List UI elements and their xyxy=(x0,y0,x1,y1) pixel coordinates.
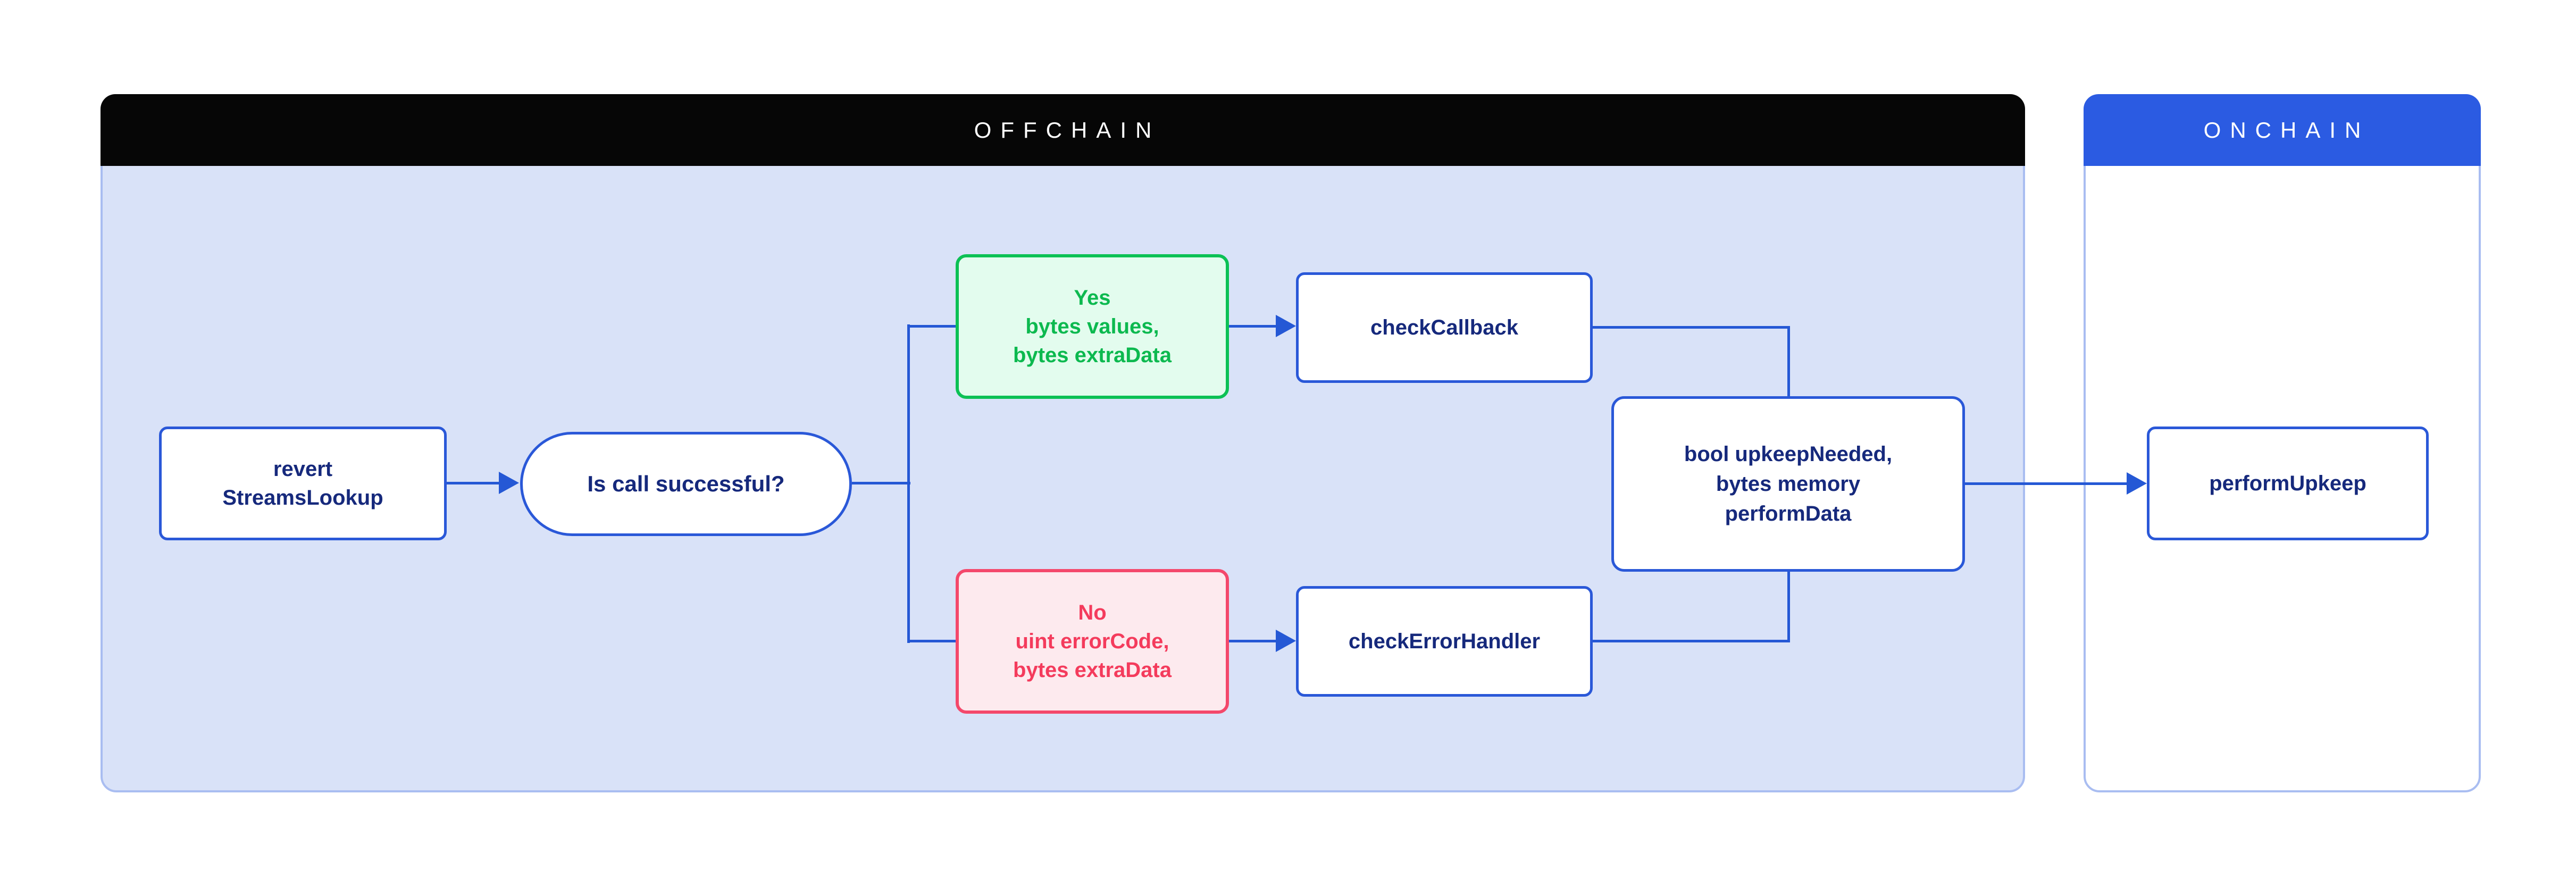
connector-checkcallback-horizontal xyxy=(1593,326,1790,329)
offchain-title: OFFCHAIN xyxy=(974,117,1161,143)
node-check-callback: checkCallback xyxy=(1296,272,1593,383)
node-perform-upkeep: performUpkeep xyxy=(2147,427,2429,540)
connector-yes-to-checkcallback xyxy=(1229,325,1276,328)
connector-checkcallback-down xyxy=(1787,326,1790,399)
connector-decision-to-junction xyxy=(852,482,910,484)
connector-checkerrorhandler-up xyxy=(1787,570,1790,642)
connector-revert-to-decision xyxy=(447,482,500,484)
node-revert-streamslookup: revert StreamsLookup xyxy=(159,427,447,540)
offchain-header: OFFCHAIN xyxy=(101,94,2025,166)
connector-junction-to-yes xyxy=(907,325,956,328)
arrowhead-upkeepresult-to-performupkeep xyxy=(2127,472,2147,495)
arrowhead-revert-to-decision xyxy=(499,472,519,494)
node-is-call-successful: Is call successful? xyxy=(520,432,852,536)
connector-upkeepresult-to-performupkeep xyxy=(1965,482,2127,485)
arrowhead-no-to-checkerrorhandler xyxy=(1276,630,1296,652)
arrowhead-yes-to-checkcallback xyxy=(1276,315,1296,337)
connector-checkerrorhandler-horizontal xyxy=(1593,640,1790,642)
node-yes-output: Yes bytes values, bytes extraData xyxy=(956,254,1229,399)
node-no-output: No uint errorCode, bytes extraData xyxy=(956,569,1229,714)
onchain-title: ONCHAIN xyxy=(2203,117,2370,143)
node-check-error-handler: checkErrorHandler xyxy=(1296,586,1593,697)
onchain-header: ONCHAIN xyxy=(2084,94,2481,166)
connector-junction-to-no xyxy=(907,640,956,642)
node-upkeep-result: bool upkeepNeeded, bytes memory performD… xyxy=(1611,396,1965,572)
connector-branch-vertical xyxy=(907,324,910,643)
connector-no-to-checkerrorhandler xyxy=(1229,640,1276,642)
